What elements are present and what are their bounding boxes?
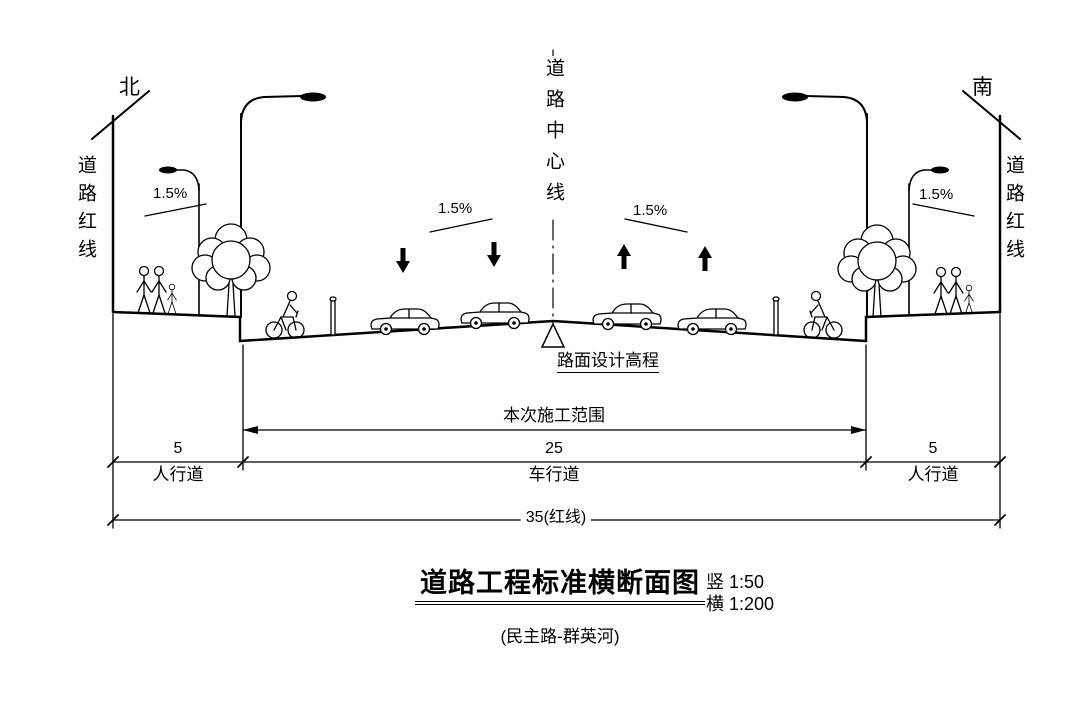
red-line-label-left: 道路红线 (74, 155, 96, 267)
tree-right-icon (837, 224, 917, 318)
construction-scope-label: 本次施工范围 (503, 406, 605, 425)
cyclist-right-icon (803, 290, 843, 339)
direction-arrow-down-icon-1 (395, 247, 411, 274)
dim-carriageway-value: 25 (545, 440, 563, 457)
bollard-right-icon (772, 296, 780, 336)
pedestrians-right-icon (933, 266, 974, 315)
slope-label-carriageway-left: 1.5% (438, 200, 473, 217)
direction-arrow-up-icon-2 (697, 245, 713, 272)
direction-arrow-down-icon-2 (486, 241, 502, 268)
construction-scope-dimension (242, 426, 867, 434)
sidewalk-left-label: 人行道 (152, 465, 204, 484)
slope-label-sidewalk-left: 1.5% (153, 185, 188, 202)
scale-vertical-label: 竖 1:50 (706, 572, 765, 592)
slope-label-carriageway-right: 1.5% (633, 202, 668, 219)
dim-sidewalk-right-value: 5 (928, 440, 938, 457)
carriageway-label: 车行道 (528, 465, 580, 484)
total-width-value: 35(红线) (520, 509, 592, 527)
south-label: 南 (972, 76, 993, 99)
direction-arrow-up-icon-1 (616, 243, 632, 270)
slope-lines (144, 203, 975, 233)
design-elevation-marker-icon (540, 322, 566, 348)
pedestrians-left-icon (136, 265, 177, 314)
red-line-boundary-right (962, 90, 1021, 314)
design-elevation-label: 路面设计高程 (557, 352, 659, 373)
dim-sidewalk-left-value: 5 (173, 440, 183, 457)
slope-label-sidewalk-right: 1.5% (919, 186, 954, 203)
cyclist-left-icon (265, 290, 305, 339)
centerline-label: 道路中心线 (541, 56, 565, 215)
north-label: 北 (119, 76, 140, 99)
red-line-boundary-left (91, 90, 150, 314)
extension-lines (112, 313, 1001, 529)
scale-horizontal-label: 横 1:200 (706, 594, 775, 614)
drawing-subtitle: (民主路-群英河) (500, 627, 620, 646)
red-line-label-right: 道路红线 (1002, 155, 1024, 267)
sidewalk-right-label: 人行道 (907, 465, 959, 484)
tree-left-icon (191, 223, 271, 317)
bollard-left-icon (329, 296, 337, 336)
drawing-title: 道路工程标准横断面图 (415, 569, 705, 606)
dimension-line-widths (107, 456, 1006, 468)
